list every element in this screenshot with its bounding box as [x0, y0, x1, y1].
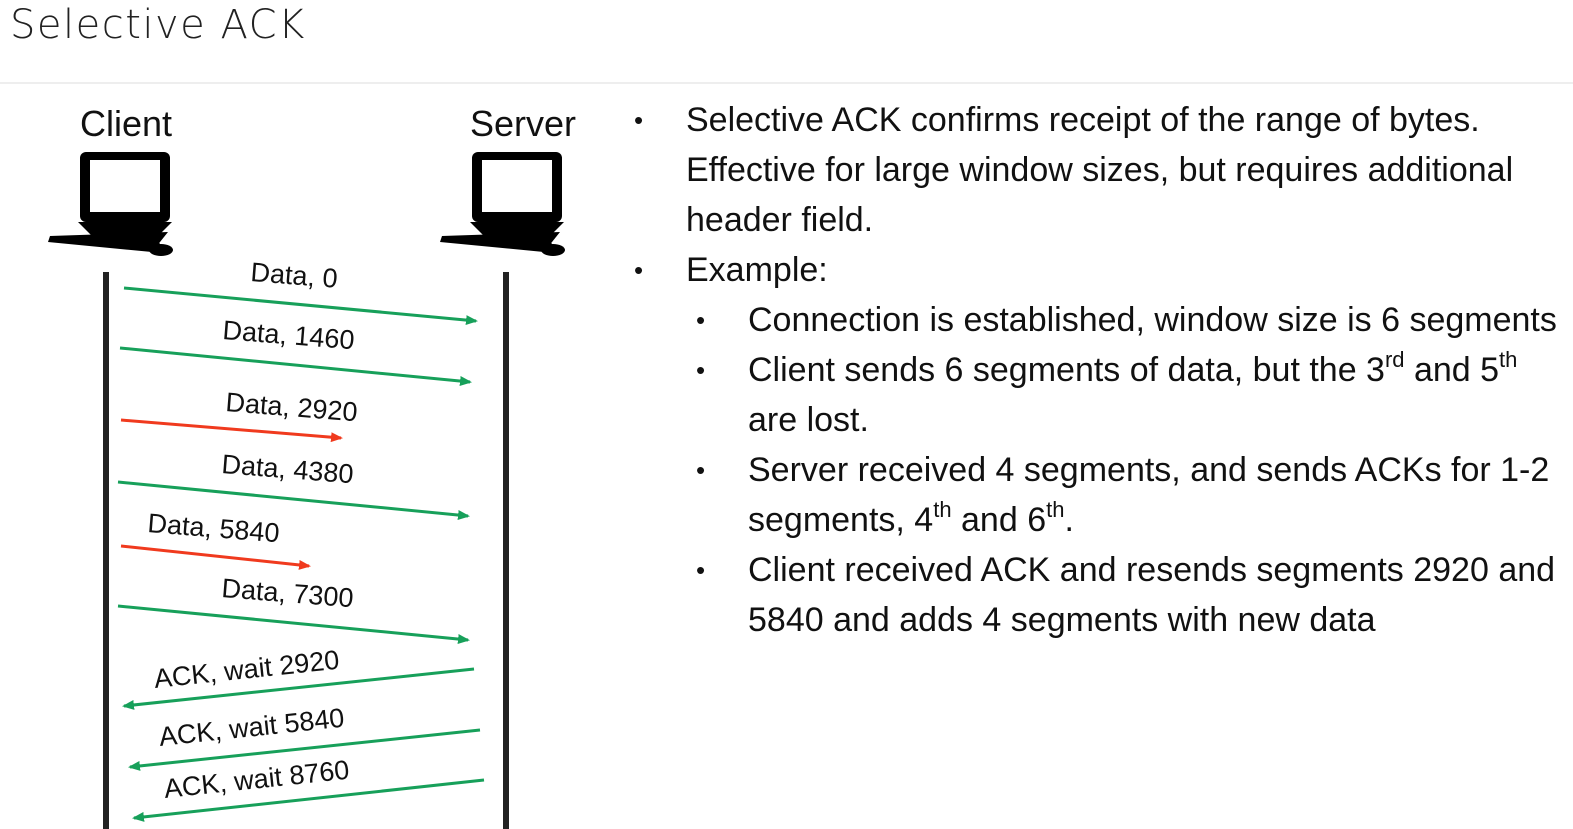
bullet-item: • Example: [630, 245, 1570, 295]
sub-bullet-text: Connection is established, window size i… [748, 301, 1557, 339]
data-arrow [123, 286, 478, 326]
lost-data-arrow [120, 418, 343, 443]
text-run: Server received 4 segments, and sends AC… [748, 451, 1550, 539]
bullet-dot: • [696, 555, 706, 585]
bullet-dot: • [696, 355, 706, 385]
superscript: th [1499, 346, 1518, 372]
sub-bullet-item: • Client sends 6 segments of data, but t… [692, 345, 1570, 445]
superscript: rd [1384, 346, 1405, 372]
superscript: th [1046, 496, 1065, 522]
bullet-dot: • [696, 305, 706, 335]
sub-bullet-item: • Server received 4 segments, and sends … [692, 445, 1570, 545]
superscript: th [933, 496, 952, 522]
sub-bullet-item: • Connection is established, window size… [692, 295, 1570, 345]
bullet-dot: • [696, 455, 706, 485]
data-arrow [119, 346, 472, 387]
text-run: Client sends 6 segments of data, but the… [748, 351, 1385, 389]
slide-title: Selective ACK [10, 2, 306, 48]
data-arrow [117, 604, 470, 645]
bullet-list: • Selective ACK confirms receipt of the … [630, 95, 1570, 645]
data-label: Data, 7300 [221, 573, 355, 613]
text-run: and 5 [1404, 351, 1500, 389]
bullet-text-selective-ack: Selective ACK confirms receipt of the ra… [686, 101, 1514, 239]
text-run: and 6 [951, 501, 1047, 539]
client-computer-icon [48, 152, 173, 256]
sub-bullet-item: • Client received ACK and resends segmen… [692, 545, 1570, 645]
ack-arrow [128, 728, 481, 771]
text-run: are lost. [748, 401, 869, 439]
bullet-item: • Selective ACK confirms receipt of the … [630, 95, 1570, 245]
data-arrow [117, 480, 470, 521]
sub-bullet-text: Client sends 6 segments of data, but the… [748, 348, 1517, 439]
lost-data-arrow [120, 544, 311, 570]
ack-arrow [132, 778, 485, 822]
data-label: Data, 5840 [147, 508, 281, 548]
client-label: Client [80, 103, 172, 144]
data-label: Data, 0 [250, 257, 339, 294]
data-label: Data, 2920 [225, 387, 359, 427]
bullet-dot: • [634, 105, 644, 135]
bullet-text-example: Example: [686, 251, 828, 289]
server-label: Server [470, 103, 576, 144]
sub-bullet-list: • Connection is established, window size… [692, 295, 1570, 645]
bullet-dot: • [634, 255, 644, 285]
data-label: Data, 1460 [222, 315, 356, 355]
server-computer-icon [440, 152, 565, 256]
sub-bullet-text: Server received 4 segments, and sends AC… [748, 451, 1549, 539]
ack-arrow [122, 667, 475, 710]
title-divider [0, 82, 1573, 84]
data-label: Data, 4380 [221, 449, 355, 489]
text-run: . [1064, 501, 1074, 539]
ack-label: ACK, wait 5840 [157, 703, 345, 752]
sub-bullet-text: Client received ACK and resends segments… [748, 551, 1556, 639]
